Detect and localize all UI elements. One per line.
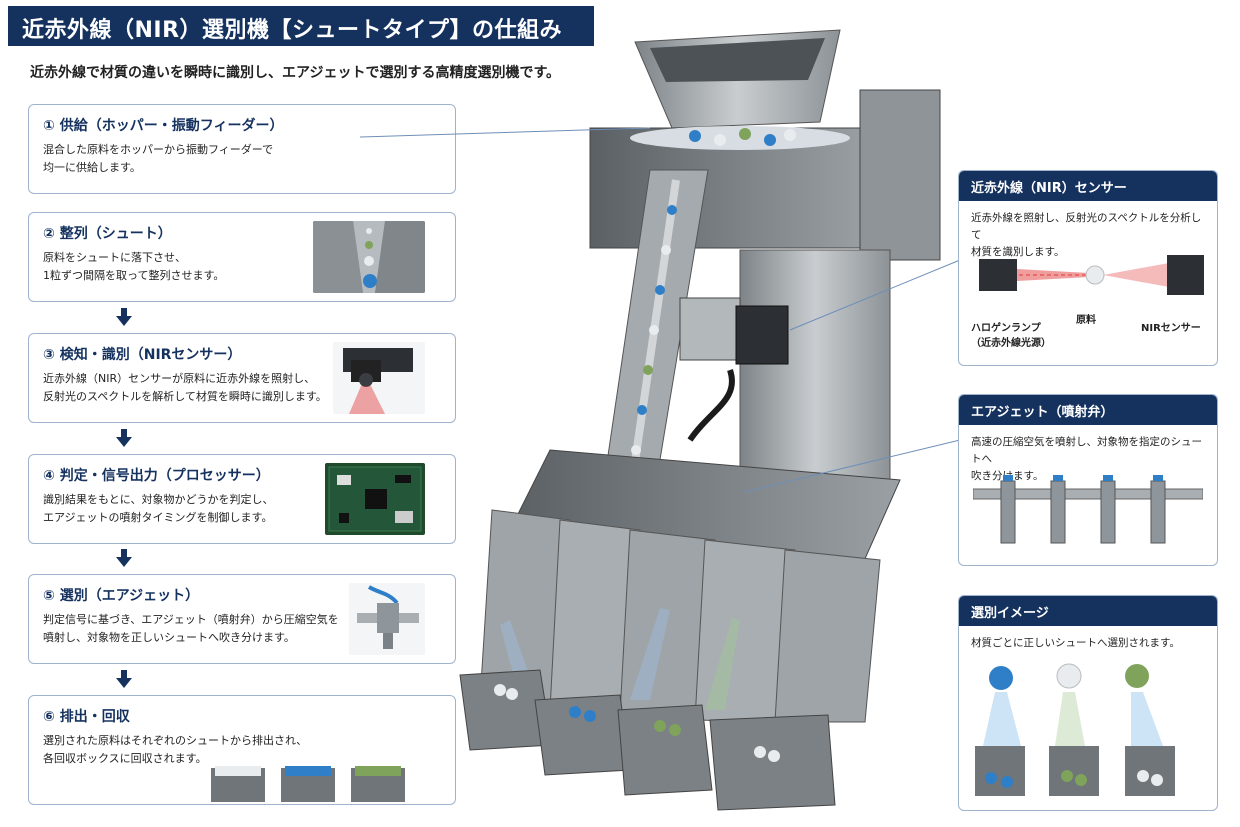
step-supply: ① 供給（ホッパー・振動フィーダー） 混合した原料をホッパーから振動フィーダーで… (28, 104, 456, 194)
sort-card-title: 選別イメージ (959, 596, 1217, 626)
flow-arrow (116, 549, 132, 567)
air-jet-valve-thumbnail (349, 583, 425, 655)
step-desc: 選別された原料はそれぞれのシュートから排出され、 各回収ボックスに回収されます。 (43, 734, 308, 765)
step-sort: ⑤ 選別（エアジェット） 判定信号に基づき、エアジェット（噴射弁）から圧縮空気を… (28, 574, 456, 664)
step-judge: ④ 判定・信号出力（プロセッサー） 識別結果をもとに、対象物かどうかを判定し、 … (28, 454, 456, 544)
step-title: ② 整列（シュート） (43, 226, 172, 242)
nir-sensor-thumbnail (333, 342, 425, 414)
nir-diagram (979, 255, 1204, 295)
flow-arrow (116, 308, 132, 326)
step-desc: 近赤外線（NIR）センサーが原料に近赤外線を照射し、 反射光のスペクトルを解析し… (43, 372, 327, 403)
page-subtitle: 近赤外線で材質の違いを瞬時に識別し、エアジェットで選別する高精度選別機です。 (30, 65, 561, 81)
step-title: ④ 判定・信号出力（プロセッサー） (43, 468, 270, 484)
flow-arrow (116, 670, 132, 688)
airjet-card-title: エアジェット（噴射弁） (959, 395, 1217, 425)
step-desc: 識別結果をもとに、対象物かどうかを判定し、 エアジェットの噴射タイミングを制御し… (43, 493, 274, 524)
step-title: ⑤ 選別（エアジェット） (43, 588, 200, 604)
step-desc: 判定信号に基づき、エアジェット（噴射弁）から圧縮空気を 噴射し、対象物を正しいシ… (43, 613, 339, 644)
collection-boxes-thumbnail (211, 766, 405, 802)
sort-card-desc: 材質ごとに正しいシュートへ選別されます。 (971, 637, 1180, 649)
nir-card-desc: 近赤外線を照射し、反射光のスペクトルを分析して 材質を識別します。 (971, 212, 1202, 258)
sorting-image-card: 選別イメージ 材質ごとに正しいシュートへ選別されます。 (958, 595, 1218, 811)
label-material: 原料 (1076, 315, 1096, 326)
nir-sensor-card: 近赤外線（NIR）センサー 近赤外線を照射し、反射光のスペクトルを分析して 材質… (958, 170, 1218, 366)
page-title: 近赤外線（NIR）選別機【シュートタイプ】の仕組み (8, 6, 594, 46)
air-jet-card: エアジェット（噴射弁） 高速の圧縮空気を噴射し、対象物を指定のシュートへ 吹き分… (958, 394, 1218, 566)
air-jet-valves-diagram (973, 475, 1203, 544)
step-align: ② 整列（シュート） 原料をシュートに落下させ、 1粒ずつ間隔を取って整列させま… (28, 212, 456, 302)
flow-arrow (116, 429, 132, 447)
step-desc: 混合した原料をホッパーから振動フィーダーで 均一に供給します。 (43, 143, 274, 174)
processor-board-thumbnail (325, 463, 425, 535)
chute-thumbnail (313, 221, 425, 293)
step-title: ① 供給（ホッパー・振動フィーダー） (43, 118, 284, 134)
step-title: ③ 検知・識別（NIRセンサー） (43, 347, 242, 363)
step-title: ⑥ 排出・回収 (43, 709, 130, 725)
nir-card-title: 近赤外線（NIR）センサー (959, 171, 1217, 201)
nir-sorter-machine-illustration (459, 29, 941, 811)
step-detect: ③ 検知・識別（NIRセンサー） 近赤外線（NIR）センサーが原料に近赤外線を照… (28, 333, 456, 423)
sorting-diagram (975, 663, 1175, 796)
label-halogen-lamp: ハロゲンランプ （近赤外線光源） (971, 323, 1051, 349)
step-discharge: ⑥ 排出・回収 選別された原料はそれぞれのシュートから排出され、 各回収ボックス… (28, 695, 456, 805)
step-desc: 原料をシュートに落下させ、 1粒ずつ間隔を取って整列させます。 (43, 251, 225, 282)
label-nir-sensor: NIRセンサー (1141, 323, 1201, 334)
